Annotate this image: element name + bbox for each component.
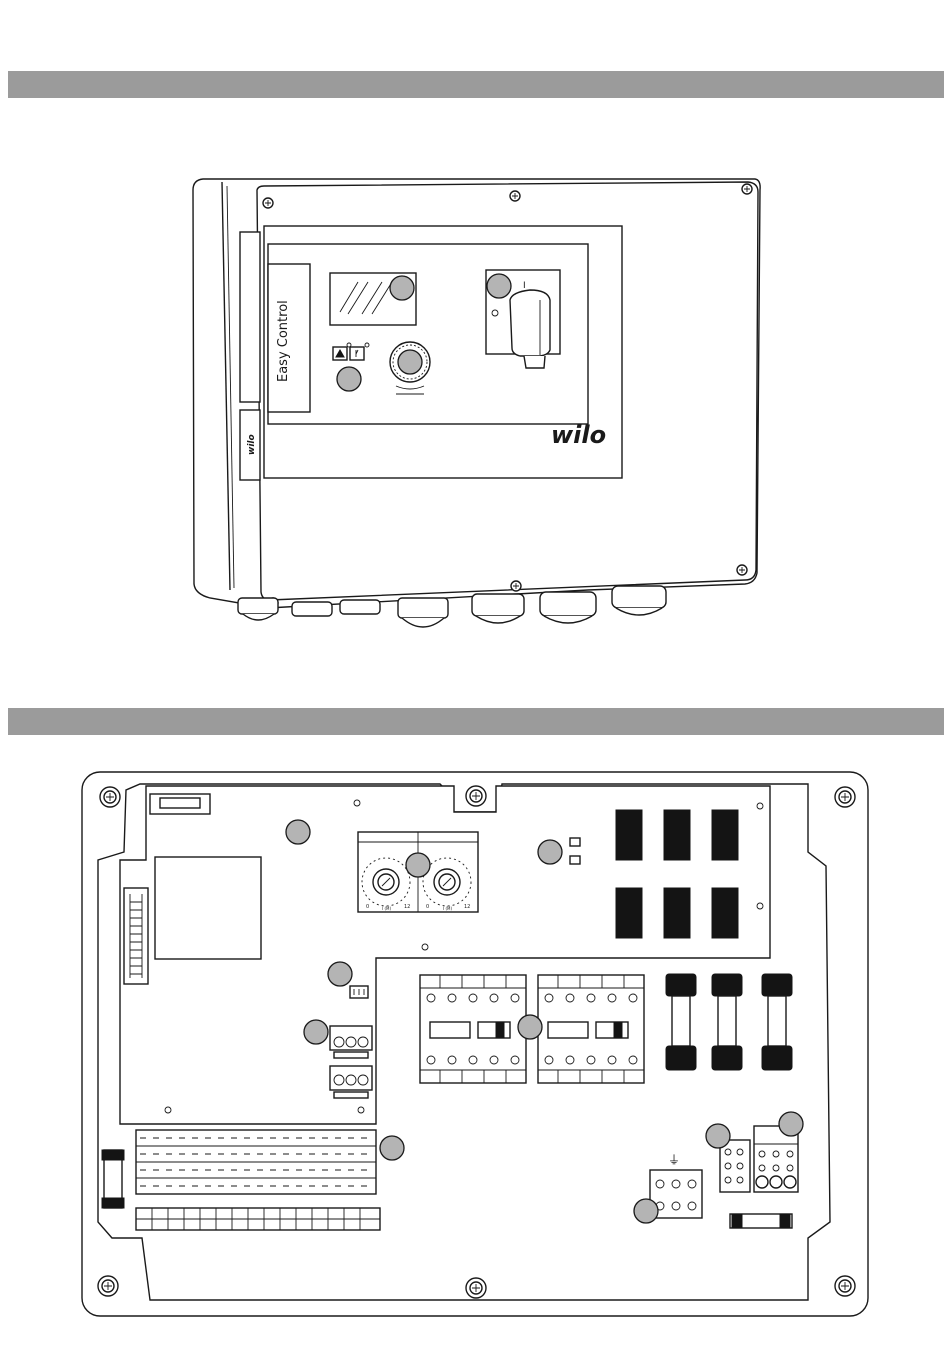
screw-icon bbox=[511, 581, 521, 591]
relay-icon bbox=[664, 810, 690, 860]
figure-2-circuit-board: 0 12 I (M) 0 12 I (M) bbox=[0, 740, 950, 1360]
screw-icon bbox=[98, 1276, 118, 1296]
pot-left-label: I (M) bbox=[382, 906, 391, 911]
callout-marker-dip-switch bbox=[328, 962, 352, 986]
screw-icon bbox=[510, 191, 520, 201]
terminal-block-icon bbox=[330, 1066, 372, 1098]
screw-icon bbox=[100, 787, 120, 807]
cable-gland bbox=[340, 600, 380, 614]
section-header-bar-2 bbox=[8, 708, 944, 735]
cable-gland bbox=[238, 598, 278, 620]
alarm-bell-icon bbox=[350, 347, 364, 360]
pot-right-label: I (M) bbox=[443, 906, 452, 911]
fuse-icon bbox=[102, 1150, 124, 1208]
callout-marker-display bbox=[390, 276, 414, 300]
pot-left-max: 12 bbox=[404, 904, 410, 910]
callout-marker-main-switch bbox=[487, 274, 511, 298]
led-indicator bbox=[570, 838, 580, 846]
figure-1-control-box: wilo Easy Control I wilo bbox=[0, 0, 950, 700]
callout-marker-pcb bbox=[286, 820, 310, 844]
fuse-icon bbox=[712, 974, 742, 1070]
callout-marker-mains-terminal bbox=[779, 1112, 803, 1136]
callout-marker-earth-terminal bbox=[634, 1199, 658, 1223]
callout-marker-terminal-strip bbox=[380, 1136, 404, 1160]
callout-marker-small-terminal bbox=[706, 1124, 730, 1148]
relay-icon bbox=[664, 888, 690, 938]
pot-right-max: 12 bbox=[464, 904, 470, 910]
screw-icon bbox=[263, 198, 273, 208]
fuse-icon bbox=[666, 974, 696, 1070]
screw-icon bbox=[835, 1276, 855, 1296]
cable-gland bbox=[540, 592, 596, 623]
pot-right-min: 0 bbox=[426, 904, 429, 910]
callout-marker-leds bbox=[538, 840, 562, 864]
screw-icon bbox=[742, 184, 752, 194]
cable-gland bbox=[472, 594, 524, 623]
terminal-block-icon bbox=[330, 1026, 372, 1058]
callout-marker-indicators bbox=[337, 367, 361, 391]
switch-on-mark: I bbox=[523, 281, 526, 291]
relay-icon bbox=[616, 810, 642, 860]
pot-left-min: 0 bbox=[366, 904, 369, 910]
side-label-strip bbox=[240, 232, 260, 402]
terminal-block-icon bbox=[720, 1140, 750, 1192]
contactor-icon bbox=[538, 975, 644, 1083]
screw-icon bbox=[466, 1278, 486, 1298]
cable-gland bbox=[612, 586, 666, 615]
rotary-knob-icon[interactable] bbox=[390, 342, 430, 382]
contactor-icon bbox=[420, 975, 526, 1083]
display-module bbox=[155, 857, 261, 959]
screw-icon bbox=[737, 565, 747, 575]
cable-gland bbox=[398, 598, 448, 627]
relay-icon bbox=[712, 810, 738, 860]
relay-icon bbox=[616, 888, 642, 938]
side-logo-text: wilo bbox=[247, 434, 257, 455]
callout-marker-potentiometers bbox=[406, 853, 430, 877]
screw-icon bbox=[835, 787, 855, 807]
earth-symbol: ⏚ bbox=[668, 1153, 680, 1167]
cable-gland bbox=[292, 602, 332, 616]
callout-marker-contactors bbox=[518, 1015, 542, 1039]
screw-icon bbox=[466, 786, 486, 806]
fuse-icon bbox=[730, 1214, 792, 1228]
led-indicator bbox=[570, 856, 580, 864]
fuse-icon bbox=[762, 974, 792, 1070]
brand-logo: wilo bbox=[551, 421, 606, 449]
product-label-text: Easy Control bbox=[276, 300, 291, 382]
relay-icon bbox=[712, 888, 738, 938]
top-connector-slot bbox=[160, 798, 200, 808]
callout-marker-terminals bbox=[304, 1020, 328, 1044]
